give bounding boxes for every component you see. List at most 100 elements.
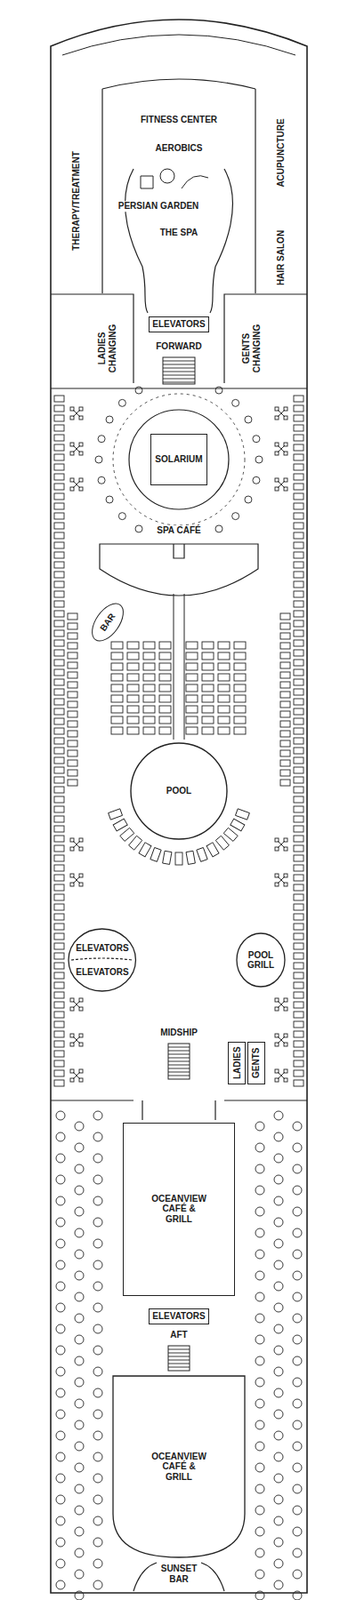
- lounger: [230, 819, 245, 833]
- table: [255, 1507, 265, 1517]
- lounger: [54, 797, 65, 804]
- lounger: [293, 914, 304, 922]
- table: [274, 1155, 284, 1165]
- table: [74, 1336, 84, 1346]
- lounger: [186, 851, 195, 866]
- lounger: [54, 484, 65, 491]
- lounger: [186, 706, 198, 714]
- table: [255, 456, 263, 464]
- chair: [283, 478, 288, 483]
- table: [255, 1464, 265, 1474]
- lounger: [67, 663, 78, 670]
- room-shape: ELEVATORSELEVATORS: [67, 929, 137, 994]
- table: [274, 1219, 284, 1229]
- spa-wall: [102, 79, 256, 294]
- lounger: [234, 695, 246, 704]
- table: [74, 1272, 84, 1282]
- area-label: AEROBICS: [153, 143, 205, 154]
- lounger: [280, 682, 291, 689]
- lounger: [280, 672, 291, 680]
- table: [274, 1304, 284, 1314]
- table: [274, 1496, 284, 1506]
- lounger: [293, 768, 304, 775]
- lounger: [293, 836, 304, 843]
- table: [274, 1240, 284, 1250]
- table: [74, 1251, 84, 1261]
- lounger: [280, 741, 291, 748]
- table: [56, 1219, 65, 1229]
- table: [244, 496, 252, 504]
- lounger: [162, 851, 172, 866]
- chair: [79, 883, 83, 888]
- room-shape: OCEANVIEW CAFÉ & GRILL: [112, 1376, 246, 1561]
- table: [56, 1475, 65, 1485]
- lounger: [280, 770, 291, 777]
- table: [292, 1593, 302, 1600]
- chair: [79, 407, 83, 412]
- lounger: [293, 973, 304, 980]
- table: [74, 1208, 84, 1218]
- lounger: [186, 663, 198, 672]
- lounger: [293, 1042, 304, 1049]
- table: [93, 1219, 103, 1229]
- table: [255, 1272, 265, 1282]
- lounger: [218, 642, 230, 650]
- lounger: [218, 685, 230, 693]
- area-label: SUNSET BAR: [159, 1565, 200, 1586]
- lounger: [159, 685, 171, 693]
- chair: [275, 1035, 279, 1039]
- lounger: [186, 653, 198, 661]
- chair: [70, 416, 74, 421]
- stair-tread: [162, 382, 195, 384]
- pool-channel: [173, 594, 185, 741]
- lounger: [54, 396, 65, 403]
- lounger: [54, 728, 65, 736]
- chair: [275, 478, 279, 483]
- lounger: [54, 601, 65, 608]
- room-name: GENTS: [250, 1049, 262, 1080]
- table: [255, 1400, 265, 1410]
- table: [274, 1133, 284, 1143]
- lounger: [127, 642, 139, 650]
- table: [93, 1133, 103, 1143]
- lounger: [202, 717, 214, 725]
- lounger: [223, 828, 238, 842]
- table: [74, 1144, 84, 1154]
- table: [274, 1582, 284, 1592]
- table: [255, 1529, 265, 1538]
- lounger: [293, 1051, 304, 1059]
- table: [56, 1197, 65, 1207]
- stair-tread: [162, 368, 195, 370]
- lounger: [293, 719, 304, 726]
- lounger: [54, 875, 65, 882]
- lounger: [54, 503, 65, 510]
- table: [255, 1208, 265, 1218]
- stair-tread: [168, 1062, 190, 1064]
- chair: [70, 452, 74, 456]
- chair: [70, 848, 74, 852]
- lounger: [293, 533, 304, 540]
- chair: [70, 1070, 74, 1075]
- chair: [283, 839, 288, 843]
- table: [255, 1294, 265, 1303]
- table: [274, 1197, 284, 1207]
- chair: [283, 1008, 288, 1012]
- lounger: [54, 758, 65, 765]
- table: [56, 1283, 65, 1293]
- lounger: [186, 717, 198, 725]
- lounger: [280, 712, 291, 719]
- table: [93, 1283, 103, 1293]
- stair-tread: [162, 372, 195, 373]
- lounger: [280, 653, 291, 660]
- area-label: GENTS CHANGING: [241, 323, 262, 375]
- lounger: [54, 640, 65, 648]
- lounger: [206, 843, 219, 858]
- lounger: [186, 642, 198, 650]
- lounger: [67, 721, 78, 729]
- lounger: [54, 807, 65, 814]
- table: [56, 1155, 65, 1165]
- table: [274, 1326, 284, 1335]
- lounger: [293, 758, 304, 765]
- lounger: [202, 728, 214, 736]
